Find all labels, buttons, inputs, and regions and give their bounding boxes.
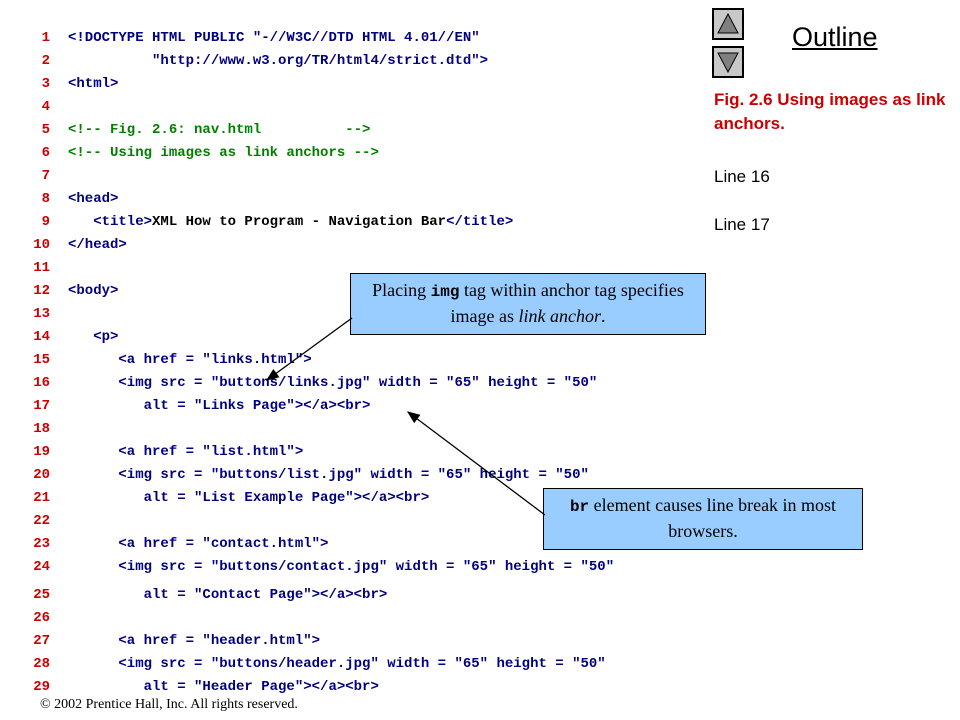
line-number: 14 (33, 329, 50, 345)
code-line: 7 (0, 166, 68, 186)
code-line: 23 <a href = "contact.html"> (0, 534, 328, 554)
code-line: 18 (0, 419, 68, 439)
line-number: 19 (33, 444, 50, 460)
previous-slide-button[interactable] (712, 8, 744, 40)
code-text: alt = "Links Page"></a><br> (68, 398, 371, 414)
line-number: 8 (41, 191, 50, 207)
line-number: 16 (33, 375, 50, 391)
code-text: <head> (68, 191, 119, 207)
code-line: 29 alt = "Header Page"></a><br> (0, 677, 379, 697)
code-line: 9 <title>XML How to Program - Navigation… (0, 212, 514, 232)
code-text: <img src = "buttons/header.jpg" width = … (68, 656, 606, 672)
code-line: 11 (0, 258, 68, 278)
code-line: 8 <head> (0, 189, 119, 209)
code-line: 16 <img src = "buttons/links.jpg" width … (0, 373, 597, 393)
line-number: 9 (41, 214, 50, 230)
callout-img-code: img (430, 283, 460, 301)
line-number: 1 (41, 30, 50, 46)
callout-br-code: br (569, 498, 590, 516)
code-text: alt = "List Example Page"></a><br> (68, 490, 430, 506)
callout-img-mid: tag within anchor tag specifies image as (450, 280, 684, 326)
line-number: 7 (41, 168, 50, 184)
line-number: 29 (33, 679, 50, 695)
code-line: 25 alt = "Contact Page"></a><br> (0, 585, 387, 605)
line-number: 5 (41, 122, 50, 138)
callout-img-post: . (600, 306, 606, 326)
code-line: 21 alt = "List Example Page"></a><br> (0, 488, 429, 508)
code-line: 12 <body> (0, 281, 118, 301)
code-line: 28 <img src = "buttons/header.jpg" width… (0, 654, 606, 674)
line-number: 20 (33, 467, 50, 483)
next-slide-button[interactable] (712, 46, 744, 78)
line-number: 22 (33, 513, 50, 529)
code-text: alt = "Contact Page"></a><br> (68, 587, 388, 603)
code-line: 4 (0, 97, 68, 117)
code-text: <!-- Using images as link anchors --> (68, 145, 379, 161)
code-line: 26 (0, 608, 68, 628)
code-text: </head> (68, 237, 127, 253)
code-line: 24 <img src = "buttons/contact.jpg" widt… (0, 557, 614, 577)
line-number: 11 (33, 260, 50, 276)
code-line: 10 </head> (0, 235, 127, 255)
line-number: 6 (41, 145, 50, 161)
line-number: 18 (33, 421, 50, 437)
code-text: alt = "Header Page"></a><br> (68, 679, 379, 695)
code-line: 1 <!DOCTYPE HTML PUBLIC "-//W3C//DTD HTML… (0, 28, 480, 48)
callout-img-em: link anchor (518, 306, 601, 326)
code-line: 3 <html> (0, 74, 119, 94)
line-number: 10 (33, 237, 50, 253)
code-text: <img src = "buttons/links.jpg" width = "… (68, 375, 598, 391)
code-text: <a href = "contact.html"> (68, 536, 329, 552)
code-text: <!-- Fig. 2.6: nav.html --> (68, 122, 371, 138)
code-text: <html> (68, 76, 119, 92)
code-text: <body> (68, 283, 119, 299)
triangle-down-icon (717, 52, 739, 73)
code-text: "http://www.w3.org/TR/html4/strict.dtd"> (68, 53, 489, 69)
line-number: 26 (33, 610, 50, 626)
triangle-up-icon (717, 13, 739, 34)
code-line: 19 <a href = "list.html"> (0, 442, 303, 462)
code-line: 27 <a href = "header.html"> (0, 631, 320, 651)
code-line: 14 <p> (0, 327, 118, 347)
line-number: 25 (33, 587, 50, 603)
line-number: 28 (33, 656, 50, 672)
code-line: 5 <!-- Fig. 2.6: nav.html --> (0, 120, 371, 140)
code-line: 20 <img src = "buttons/list.jpg" width =… (0, 465, 589, 485)
code-text: <!DOCTYPE HTML PUBLIC "-//W3C//DTD HTML … (68, 30, 480, 46)
outline-link[interactable]: Outline (792, 22, 878, 52)
code-text: <p> (68, 329, 119, 345)
copyright-footer: © 2002 Prentice Hall, Inc. All rights re… (40, 697, 298, 712)
code-text: <a href = "list.html"> (68, 444, 304, 460)
line-number: 3 (41, 76, 50, 92)
line-number: 24 (33, 559, 50, 575)
line-number: 12 (33, 283, 50, 299)
code-line: 22 (0, 511, 68, 531)
code-line: 13 (0, 304, 68, 324)
callout-br-element: br element causes line break in most bro… (543, 488, 863, 550)
callout-br-rest: element causes line break in most browse… (589, 495, 837, 541)
code-text: <img src = "buttons/contact.jpg" width =… (68, 559, 615, 575)
line-number: 23 (33, 536, 50, 552)
callout-img-pre: Placing (372, 280, 431, 300)
code-text: <a href = "header.html"> (68, 633, 321, 649)
side-line-16[interactable]: Line 16 (714, 167, 770, 186)
line-number: 17 (33, 398, 50, 414)
line-number: 15 (33, 352, 50, 368)
side-line-17[interactable]: Line 17 (714, 215, 770, 234)
line-number: 4 (41, 99, 50, 115)
callout-img-anchor: Placing img tag within anchor tag specif… (350, 273, 706, 335)
code-text: <img src = "buttons/list.jpg" width = "6… (68, 467, 589, 483)
line-number: 27 (33, 633, 50, 649)
code-line: 15 <a href = "links.html"> (0, 350, 312, 370)
line-number: 2 (41, 53, 50, 69)
code-line: 2 "http://www.w3.org/TR/html4/strict.dtd… (0, 51, 488, 71)
code-line: 17 alt = "Links Page"></a><br> (0, 396, 370, 416)
code-text: <title>XML How to Program - Navigation B… (68, 214, 514, 230)
arrow-to-img (265, 317, 353, 381)
figure-title: Fig. 2.6 Using images as link anchors. (714, 90, 946, 133)
code-line: 6 <!-- Using images as link anchors --> (0, 143, 379, 163)
code-text: <a href = "links.html"> (68, 352, 312, 368)
line-number: 13 (33, 306, 50, 322)
line-number: 21 (33, 490, 50, 506)
